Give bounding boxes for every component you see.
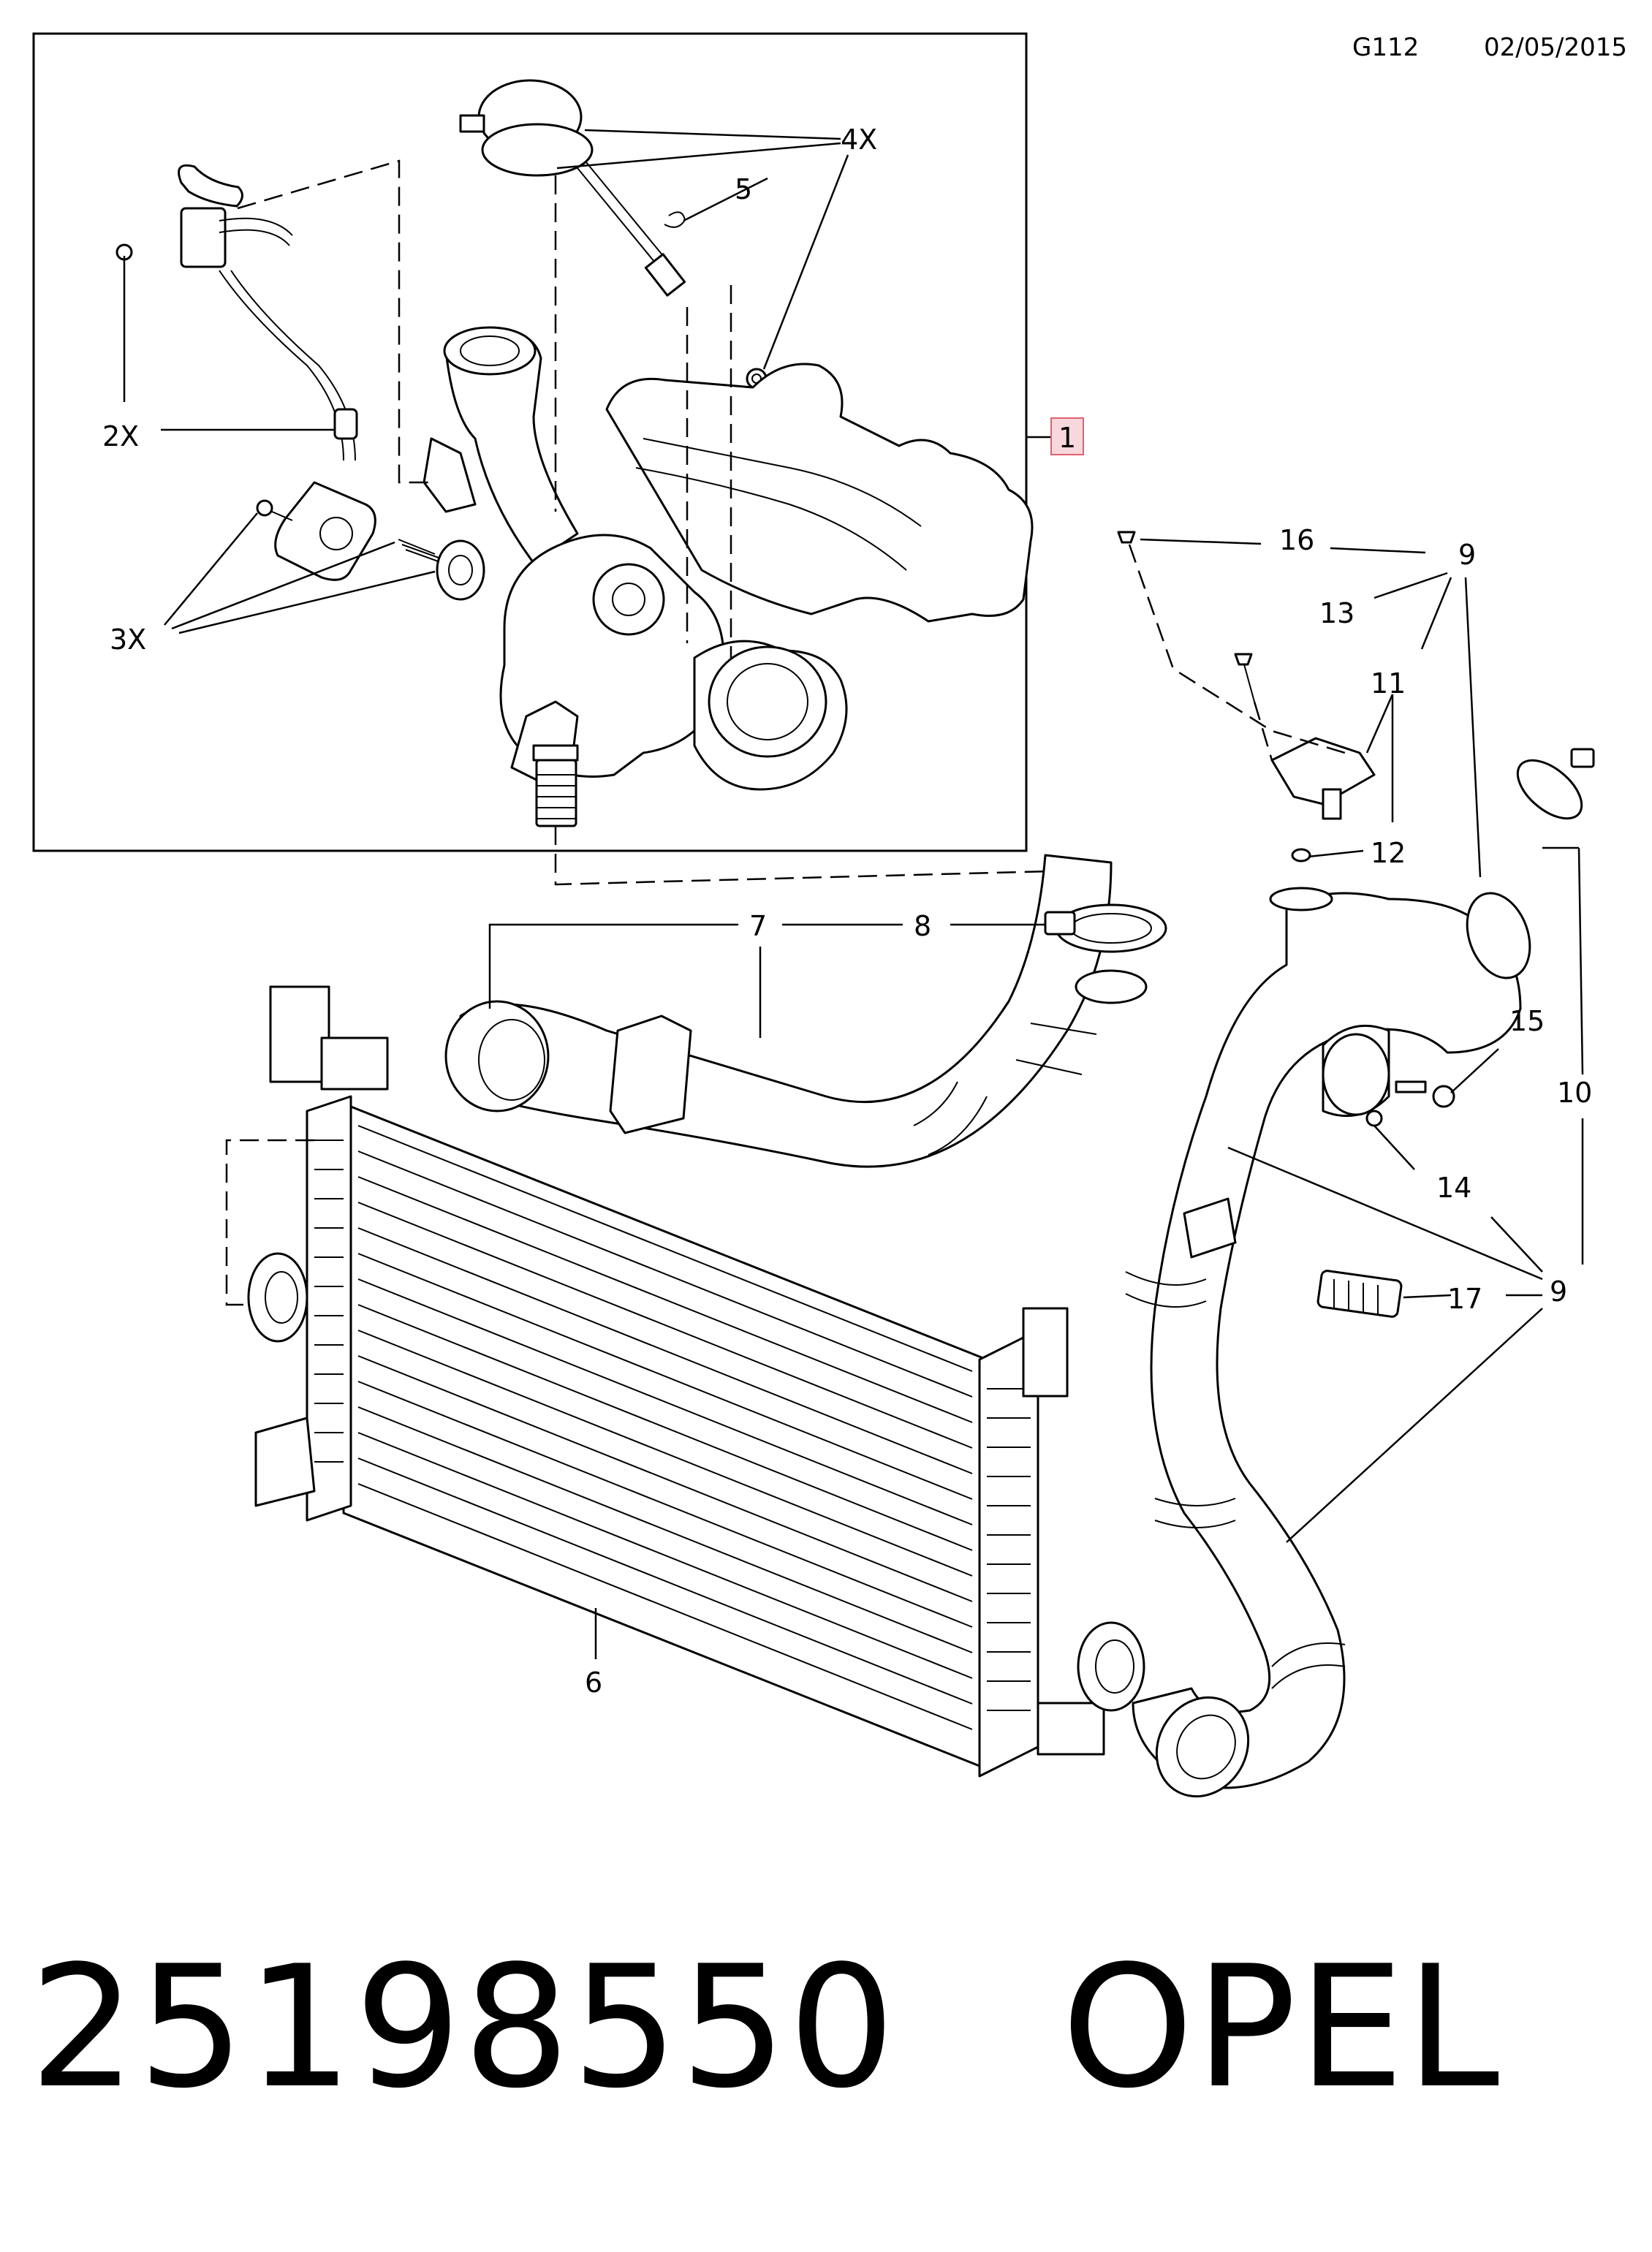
callout-2x[interactable]: 2X — [102, 420, 139, 452]
turbocharger — [423, 326, 1034, 827]
turbo-assembly-frame — [32, 32, 1028, 852]
intercooler-fins — [357, 1125, 973, 1730]
coolant-pipe-2 — [115, 164, 358, 461]
diagram-code: G112 — [1352, 33, 1419, 62]
hose-clamp-8 — [1044, 903, 1167, 953]
callout-9-bottom[interactable]: 9 — [1550, 1275, 1567, 1308]
intercooler — [247, 985, 1145, 1778]
part-number: 25198550 — [29, 1930, 897, 2126]
gasket-and-fitting-3 — [256, 481, 485, 601]
o-ring-12 — [1291, 848, 1311, 862]
charge-air-hose-7 — [444, 854, 1148, 1168]
clip-5 — [664, 211, 686, 228]
callout-15[interactable]: 15 — [1509, 1005, 1545, 1037]
diagram-date: 02/05/2015 — [1484, 33, 1627, 62]
callout-12[interactable]: 12 — [1371, 837, 1406, 869]
boost-pressure-sensor-11 — [1270, 737, 1376, 820]
callout-1-highlight — [1050, 417, 1084, 455]
callout-3x[interactable]: 3X — [110, 623, 146, 656]
callout-1[interactable]: 1 — [1058, 422, 1076, 454]
part-number-banner: 25198550 OPEL — [29, 1944, 1501, 2112]
callout-16[interactable]: 16 — [1279, 524, 1314, 556]
callout-6[interactable]: 6 — [585, 1667, 602, 1699]
callout-9-top[interactable]: 9 — [1458, 539, 1476, 571]
callout-11[interactable]: 11 — [1371, 667, 1406, 700]
clip-17 — [1316, 1270, 1403, 1318]
wastegate-actuator — [459, 79, 686, 297]
callout-14[interactable]: 14 — [1436, 1172, 1471, 1204]
brand-name: OPEL — [1061, 1930, 1501, 2126]
screw-16 — [1117, 531, 1136, 544]
callout-8[interactable]: 8 — [914, 910, 931, 942]
callout-7[interactable]: 7 — [749, 910, 767, 942]
screw-13 — [1234, 653, 1255, 702]
hose-clamp-10 — [1516, 748, 1595, 820]
callout-5[interactable]: 5 — [735, 173, 752, 205]
callout-4x[interactable]: 4X — [841, 124, 877, 156]
callout-10[interactable]: 10 — [1557, 1077, 1592, 1109]
charge-air-pipe-9 — [1125, 887, 1531, 1798]
bracket-14-15 — [1322, 1024, 1455, 1127]
callout-17[interactable]: 17 — [1447, 1283, 1482, 1315]
callout-13[interactable]: 13 — [1319, 597, 1354, 629]
